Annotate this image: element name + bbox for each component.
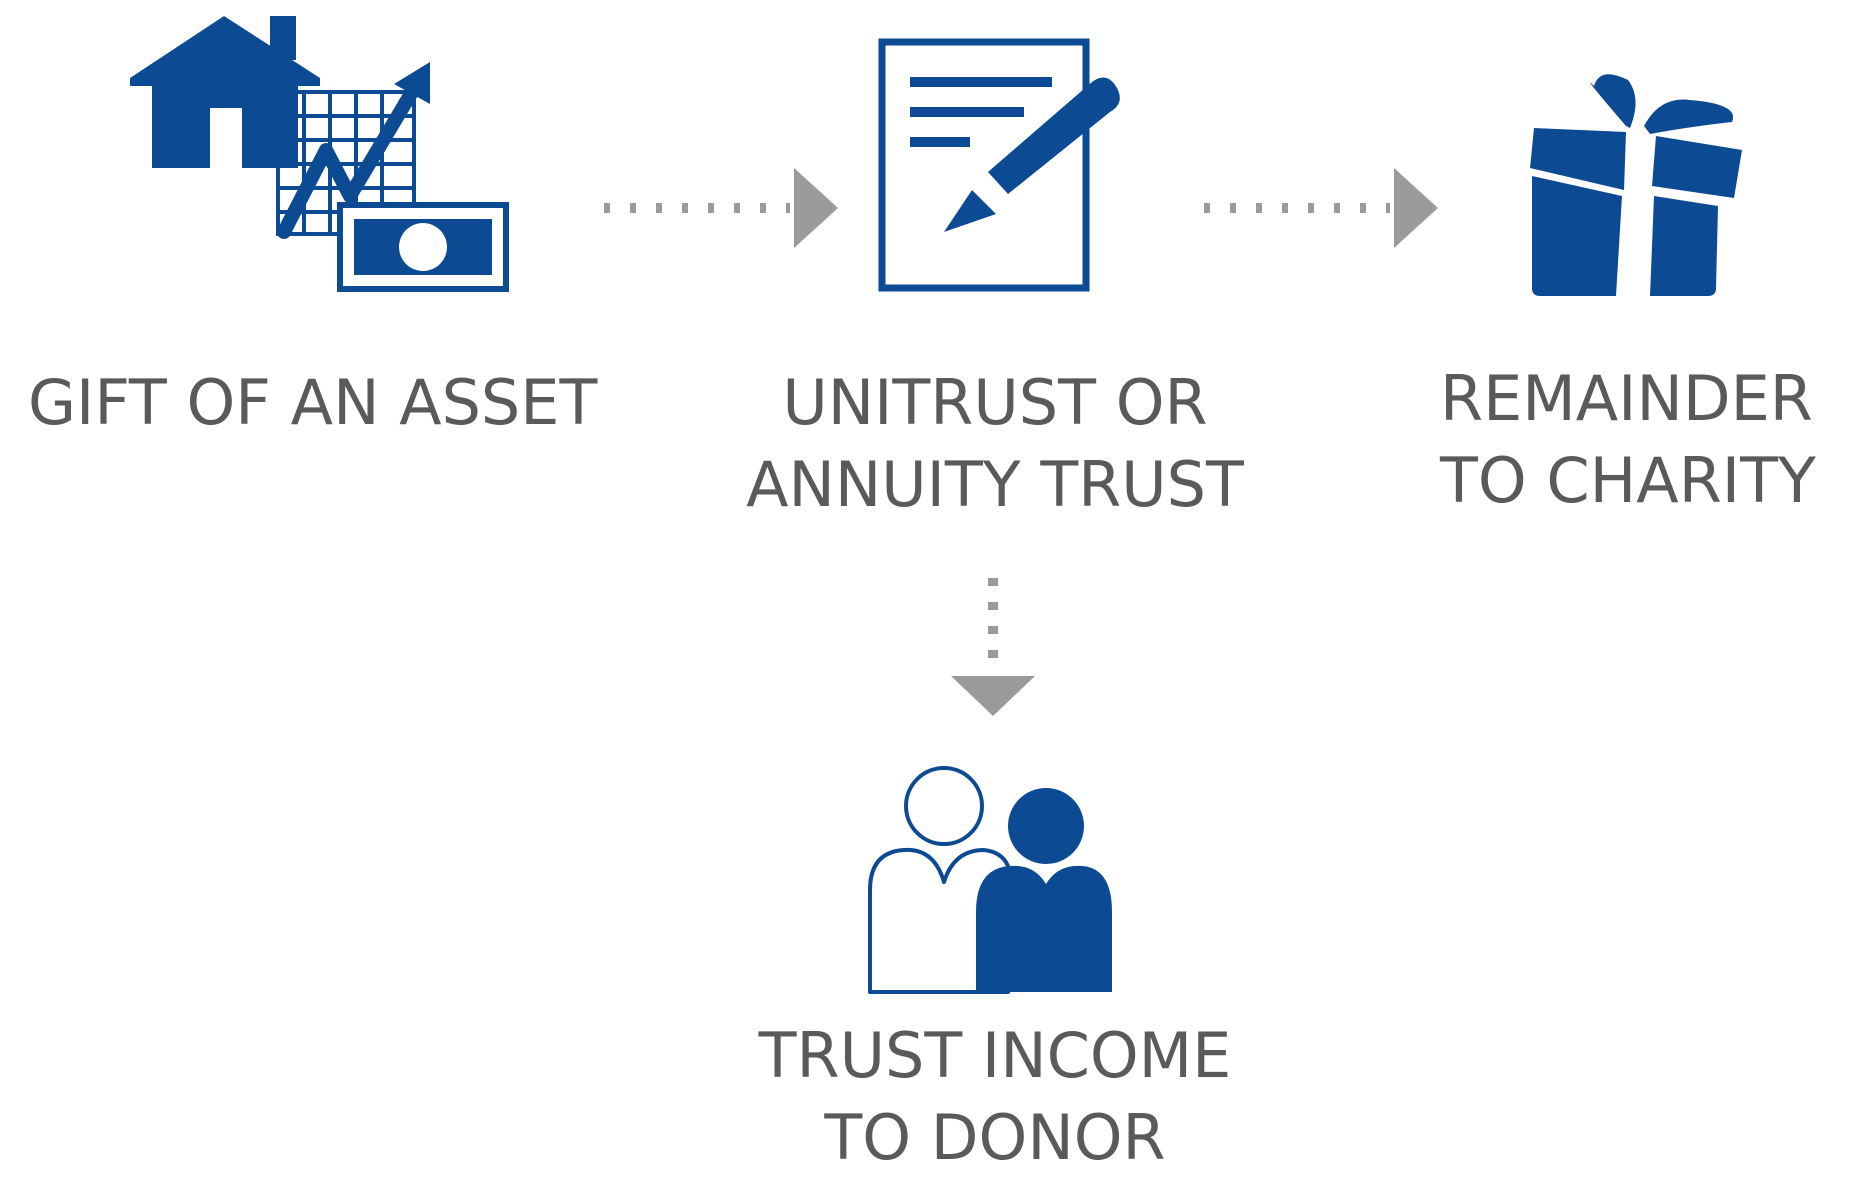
connector-gift-to-trust	[604, 168, 838, 248]
charity-label-line-1: REMAINDER	[1440, 362, 1813, 435]
remainder-label: REMAINDER TO CHARITY	[1440, 358, 1850, 522]
unitrust-label: UNITRUST OR ANNUITY TRUST	[700, 362, 1290, 526]
charity-label-line-2: TO CHARITY	[1440, 444, 1816, 517]
donor-label-line-2: TO DONOR	[824, 1101, 1166, 1174]
connector-trust-to-charity	[1204, 168, 1438, 248]
gift-box-icon	[1530, 74, 1742, 296]
donor-label-line-1: TRUST INCOME	[758, 1019, 1232, 1092]
document-pen-icon	[878, 38, 1120, 292]
trust-income-label: TRUST INCOME TO DONOR	[700, 1015, 1290, 1179]
people-icon	[868, 766, 1112, 994]
connector-trust-to-donor	[951, 578, 1035, 716]
trust-label-line-1: UNITRUST OR	[782, 366, 1208, 439]
gift-label-line-1: GIFT OF AN ASSET	[28, 366, 598, 439]
house-chart-money-icon	[130, 16, 509, 292]
trust-label-line-2: ANNUITY TRUST	[746, 448, 1244, 521]
gift-of-asset-label: GIFT OF AN ASSET	[28, 362, 618, 444]
